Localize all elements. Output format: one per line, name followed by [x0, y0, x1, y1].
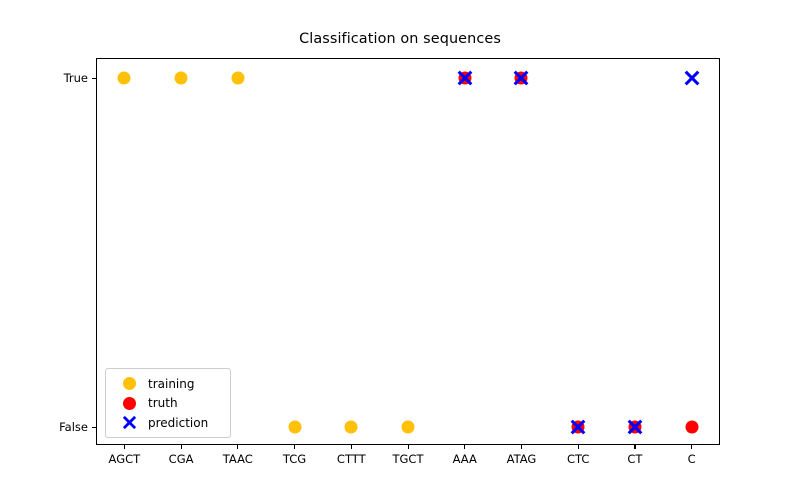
- x-tick-label-ctc: CTC: [566, 452, 590, 466]
- x-tick-mark: [577, 445, 579, 449]
- prediction-marker-ct: [625, 418, 644, 437]
- x-tick-mark: [180, 445, 182, 449]
- x-tick-mark: [350, 445, 352, 449]
- prediction-marker-atag: [512, 69, 531, 88]
- legend-x-icon: [114, 414, 144, 431]
- x-tick-mark: [634, 445, 636, 449]
- x-tick-mark: [520, 445, 523, 449]
- x-tick-label-cga: CGA: [168, 452, 194, 466]
- y-tick-mark: [92, 426, 96, 428]
- x-tick-mark: [294, 445, 296, 449]
- y-tick-label-false: False: [59, 420, 88, 434]
- prediction-marker-ctc: [569, 418, 588, 437]
- prediction-marker-c: [682, 69, 701, 88]
- training-marker-cttt: [344, 420, 358, 434]
- x-tick-label-taac: TAAC: [222, 452, 253, 466]
- training-marker-taac: [231, 71, 245, 85]
- x-tick-label-c: C: [687, 452, 696, 466]
- prediction-marker-aaa: [455, 69, 474, 88]
- training-marker-tcg: [288, 420, 302, 434]
- x-tick-label-tcg: TCG: [282, 452, 307, 466]
- training-marker-tgct: [401, 420, 415, 434]
- legend-swatch: [114, 396, 144, 410]
- legend-dot-icon: [122, 396, 136, 410]
- legend-item-truth[interactable]: truth: [114, 394, 222, 413]
- legend-item-training[interactable]: training: [114, 374, 222, 393]
- chart-title: Classification on sequences: [299, 31, 501, 47]
- x-tick-mark: [237, 445, 239, 449]
- legend-label: training: [148, 376, 195, 391]
- y-tick-label-true: True: [63, 71, 88, 85]
- truth-marker-c: [685, 420, 699, 434]
- x-tick-label-cttt: CTTT: [336, 452, 366, 466]
- training-marker-cga: [174, 71, 188, 85]
- legend-swatch: [114, 377, 144, 390]
- x-tick-label-agct: AGCT: [108, 452, 141, 466]
- x-tick-mark: [464, 445, 466, 449]
- training-marker-agct: [117, 71, 131, 85]
- legend-item-prediction[interactable]: prediction: [114, 413, 222, 432]
- legend-label: prediction: [148, 415, 209, 430]
- x-tick-label-aaa: AAA: [452, 452, 477, 466]
- legend-dot-icon: [122, 377, 136, 390]
- legend-box[interactable]: training truth prediction: [105, 368, 231, 438]
- legend-label: truth: [148, 396, 178, 410]
- x-tick-label-tgct: TGCT: [392, 452, 424, 466]
- x-tick-mark: [123, 445, 125, 449]
- x-tick-label-ct: CT: [627, 452, 643, 466]
- y-tick-mark: [92, 77, 96, 79]
- x-tick-label-atag: ATAG: [506, 452, 537, 466]
- x-tick-mark: [691, 445, 693, 449]
- x-tick-mark: [407, 445, 409, 449]
